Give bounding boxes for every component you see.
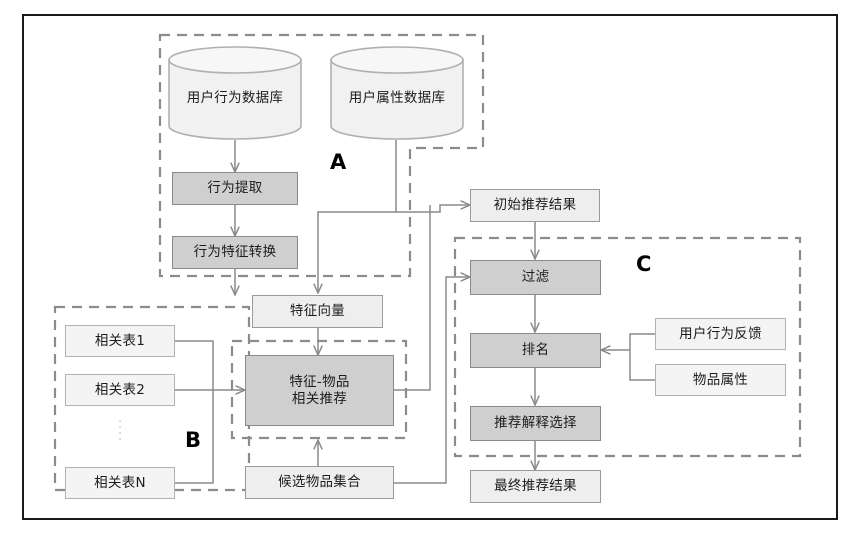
node-behavior-feature-transform-label: 行为特征转换 (193, 244, 277, 261)
group-label-b: B (185, 428, 202, 452)
user-behavior-db-label: 用户行为数据库 (186, 90, 284, 106)
node-user-behavior-feedback[interactable]: 用户行为反馈 (655, 318, 786, 350)
user-attribute-db: 用户属性数据库 (330, 46, 464, 140)
node-user-behavior-feedback-label: 用户行为反馈 (679, 325, 762, 342)
node-ranking[interactable]: 排名 (470, 333, 601, 368)
cylinder-shape (330, 46, 464, 140)
node-item-attribute-label: 物品属性 (692, 371, 749, 388)
node-candidate-item-set[interactable]: 候选物品集合 (245, 466, 394, 499)
node-final-result[interactable]: 最终推荐结果 (470, 470, 601, 503)
node-related-table-n[interactable]: 相关表N (65, 467, 175, 499)
node-item-attribute[interactable]: 物品属性 (655, 364, 786, 396)
node-behavior-feature-transform[interactable]: 行为特征转换 (172, 236, 298, 269)
node-related-table-1-label: 相关表1 (94, 332, 146, 349)
node-ranking-label: 排名 (521, 342, 550, 359)
node-final-result-label: 最终推荐结果 (494, 478, 577, 495)
group-label-c: C (636, 252, 652, 276)
node-related-table-2[interactable]: 相关表2 (65, 374, 175, 406)
node-feature-vector-label: 特征向量 (289, 303, 346, 320)
node-behavior-extraction[interactable]: 行为提取 (172, 172, 298, 205)
node-related-table-1[interactable]: 相关表1 (65, 325, 175, 357)
node-filter[interactable]: 过滤 (470, 260, 601, 295)
node-related-table-2-label: 相关表2 (94, 381, 146, 398)
cylinder-shape (168, 46, 302, 140)
node-feature-vector[interactable]: 特征向量 (252, 295, 383, 328)
node-feature-item-recommend-label-line1: 特征-物品 (289, 373, 350, 390)
related-tables-ellipsis: .... (118, 411, 122, 443)
group-label-a: A (330, 150, 347, 174)
user-behavior-db: 用户行为数据库 (168, 46, 302, 140)
node-candidate-item-set-label: 候选物品集合 (278, 474, 361, 491)
node-initial-result-label: 初始推荐结果 (493, 197, 577, 214)
node-explanation-select-label: 推荐解释选择 (494, 415, 577, 432)
node-behavior-extraction-label: 行为提取 (207, 180, 263, 197)
node-filter-label: 过滤 (521, 269, 550, 286)
node-related-table-n-label: 相关表N (94, 474, 146, 491)
node-initial-result[interactable]: 初始推荐结果 (470, 189, 600, 222)
node-feature-item-recommend-label-line2: 相关推荐 (291, 390, 348, 407)
node-feature-item-recommend[interactable]: 特征-物品 相关推荐 (245, 355, 394, 426)
user-attribute-db-label: 用户属性数据库 (348, 90, 446, 106)
node-explanation-select[interactable]: 推荐解释选择 (470, 406, 601, 441)
